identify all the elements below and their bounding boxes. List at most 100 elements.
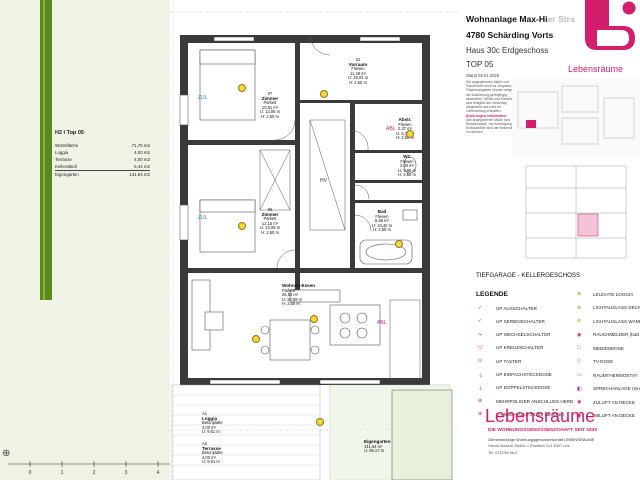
- legend-symbol-icon: ◉: [577, 399, 582, 405]
- area-value: 4,00 m2: [134, 157, 150, 162]
- area-label: Wohnfläche: [55, 143, 79, 148]
- ceiling-light-icon: [406, 130, 414, 138]
- area-value: 4,00 m2: [134, 150, 150, 155]
- footer-address-2: Hanuš-Mazzoll-Straße 1 Postfach 214 4020…: [488, 444, 570, 448]
- legend-symbol-icon: ⊙: [478, 358, 483, 365]
- scale-label: 4: [157, 470, 160, 476]
- garden-area: [0, 0, 170, 480]
- brand-short-name: Lebensräume: [568, 64, 624, 74]
- info-panel: Wohnanlage Max-Hier Stra 4780 Schärding …: [460, 0, 640, 480]
- legend-item: E-ANSCHLUSS zB. für Jalousien: [496, 411, 564, 417]
- hv-mark: HV: [320, 178, 327, 184]
- stand-date: Stand 03.01.2025: [466, 73, 500, 78]
- garage-overview-map: [525, 165, 627, 259]
- area-row: Terrasse 4,00 m2: [55, 156, 150, 163]
- footer-brand-name: Lebensräume: [485, 406, 596, 426]
- legend-symbol-icon: ⊗: [577, 304, 582, 311]
- legend-symbol-icon: ◉: [577, 331, 582, 338]
- area-label: Eigengarten: [55, 172, 79, 177]
- legend-symbol-icon: ⤲: [478, 344, 483, 351]
- legend-item: TV-DOSE: [593, 359, 614, 364]
- legend-item: UP AUSSCHALTER: [496, 305, 537, 311]
- scale-label: 1: [61, 470, 64, 476]
- legend-symbol-icon: ⏚: [478, 372, 484, 379]
- area-label: Terrasse: [55, 157, 72, 162]
- area-row: Loggia 4,00 m2: [55, 149, 150, 156]
- legend-title: LEGENDE: [476, 291, 508, 298]
- unit-area-table: H2 I Top 05 Wohnfläche 71,76 m2 Loggia 4,00…: [55, 130, 150, 178]
- legend-symbol-icon: ▽: [577, 358, 581, 365]
- hedge: [40, 0, 52, 300]
- floor-plan-drawing: [170, 0, 460, 481]
- unit-title: H2 I Top 05: [55, 130, 84, 136]
- site-overview-map: [512, 78, 640, 158]
- area-label: Loggia: [55, 150, 69, 155]
- legend-symbol-icon: ⊕: [478, 411, 483, 418]
- legend-symbol-icon: ⏚: [478, 385, 484, 392]
- legend-symbol-icon: ⤳: [478, 331, 483, 338]
- cabinet-gr: GR: [422, 310, 430, 316]
- legend-item: RAUMTHERMOSTAT: [593, 372, 638, 378]
- legend-item: RAUCHMELDER (batt: [593, 332, 639, 337]
- ceiling-light-icon: [320, 90, 328, 98]
- legend-item: UP TASTER: [496, 358, 522, 364]
- abluft-mark: ABL: [386, 126, 396, 132]
- legend-symbol-icon: ⊛: [478, 398, 483, 405]
- area-value: 71,76 m2: [131, 143, 150, 148]
- legend-item: UP DOPPELSTECKDOSE: [496, 385, 551, 391]
- legend-item: LICHTAUSLASS WAND: [593, 318, 640, 324]
- garage-title: TIEFGARAGE - KELLERGESCHOSS: [476, 272, 581, 279]
- legend-symbol-icon: □: [577, 345, 581, 351]
- brand-logo-icon: [585, 0, 637, 50]
- legend-item: MEHRPOLIGER ANSCHLUSS HERD: [496, 398, 574, 404]
- north-arrow-icon: ⊕: [2, 448, 11, 459]
- legend-item: UP KREUZSCHALTER: [496, 345, 544, 351]
- unit-number: TOP 05: [466, 60, 494, 69]
- legend-item: UP EINFACHSTECKDOSE: [496, 372, 552, 377]
- cabinet-br: BR: [422, 335, 429, 341]
- zuluft-mark: ZUL: [198, 215, 208, 221]
- area-row: Kellerabteil 5,44 m2: [55, 163, 150, 170]
- legend-item: UP SERIENSCHALTER: [496, 318, 545, 324]
- scale-label: 0: [29, 470, 32, 476]
- area-label: Kellerabteil: [55, 164, 77, 169]
- legend-symbol-icon: ◧: [577, 385, 582, 392]
- legend-item: UP WECHSELSCHALTER: [496, 332, 551, 338]
- legend-item: LICHTAUSLASS DECKE: [593, 305, 640, 310]
- building-floor: Haus 30c Erdgeschoss: [466, 46, 549, 55]
- legend-symbol-icon: ▭: [577, 372, 582, 378]
- legend-symbol-icon: ⊗: [577, 291, 582, 297]
- project-address: 4780 Schärding Vorts: [466, 30, 554, 40]
- scale-label: 3: [125, 470, 128, 476]
- area-row: Eigengarten 141,64 m2: [55, 170, 150, 178]
- footer-tagline: DIE WOHNUNGSGENOSSENSCHAFT SEIT 1939: [488, 428, 598, 433]
- footer-address-1: Gemeinnützige Wohnungsgenossenschaft LEB…: [488, 437, 595, 442]
- zuluft-mark: ZUL: [198, 95, 208, 101]
- footer-address-3: Tel. 0732/66 66-0: [488, 451, 518, 455]
- scale-label: 2: [93, 470, 96, 476]
- plan-notes: Die angegebenen Maße und Raumhöhen sind …: [466, 80, 518, 135]
- legend-symbol-icon: ✓: [478, 305, 483, 311]
- loggia-light-icon: [316, 418, 324, 426]
- area-value: 141,64 m2: [129, 172, 150, 177]
- legend-item: SPRECHANLAGE (Inne: [593, 386, 640, 391]
- abluft-mark: ABL: [377, 320, 387, 326]
- ceiling-light-icon: [395, 240, 403, 248]
- ceiling-light-icon: [238, 222, 246, 230]
- cabinet-ks: KS: [422, 360, 429, 366]
- legend-symbol-icon: ⊘: [577, 318, 582, 324]
- legend-item: ZULUFT AN DECKE: [593, 399, 636, 405]
- area-value: 5,44 m2: [134, 164, 150, 169]
- project-title: Wohnanlage Max-Hier Stra: [466, 14, 575, 24]
- ceiling-light-icon: [310, 315, 318, 323]
